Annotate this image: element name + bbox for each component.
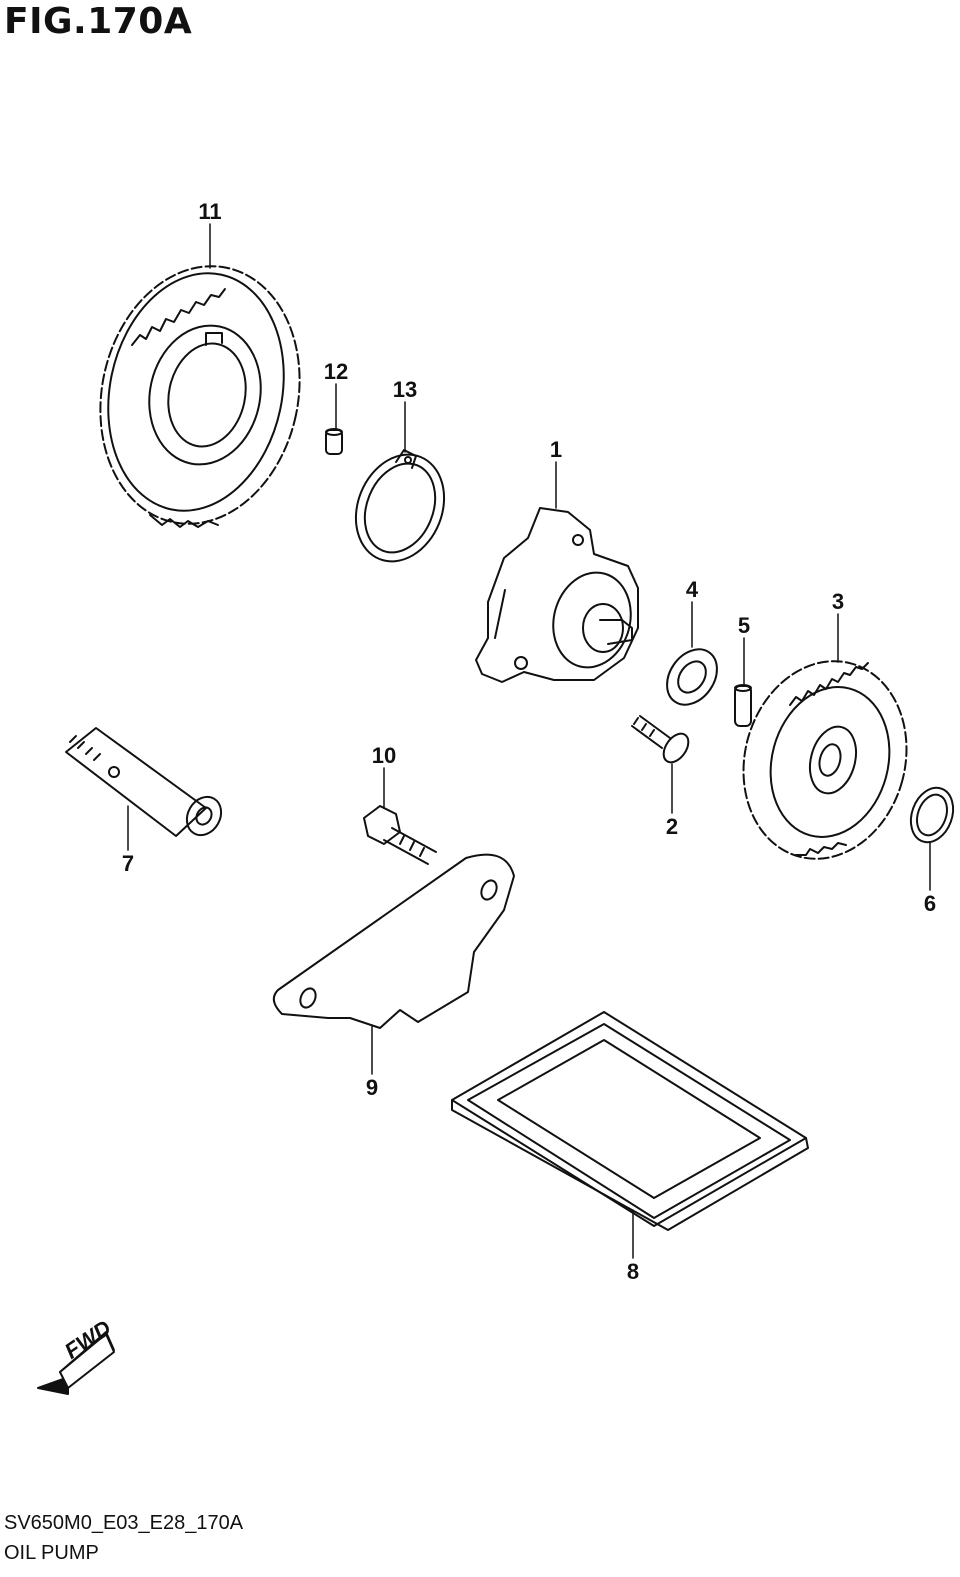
figure-title: FIG.170A	[4, 1, 193, 42]
part-11-drive-gear[interactable]	[77, 247, 323, 542]
part-7-shaft[interactable]	[65, 727, 228, 841]
callout-11: 11	[198, 199, 222, 224]
fwd-direction-arrow	[37, 1331, 115, 1395]
callout-10: 10	[371, 743, 397, 768]
part-6-circlip[interactable]	[904, 782, 960, 848]
callout-12: 12	[323, 359, 349, 384]
figure-name: OIL PUMP	[4, 1542, 99, 1564]
callout-4: 4	[685, 577, 699, 602]
part-13-circlip[interactable]	[340, 441, 459, 574]
part-12-dowel-pin[interactable]	[325, 428, 343, 455]
part-5-dowel-pin[interactable]	[734, 684, 752, 727]
callout-7: 7	[121, 851, 135, 876]
callout-8: 8	[626, 1259, 640, 1284]
callout-5: 5	[737, 613, 751, 638]
figure-code: SV650M0_E03_E28_170A	[4, 1512, 244, 1534]
callout-1: 1	[549, 437, 563, 462]
part-2-screw[interactable]	[631, 715, 693, 767]
part-3-driven-gear[interactable]	[722, 643, 928, 878]
part-10-bolt[interactable]	[363, 805, 437, 865]
part-1-oil-pump-body[interactable]	[475, 507, 641, 683]
callout-9: 9	[365, 1075, 379, 1100]
callout-3: 3	[831, 589, 845, 614]
part-8-strainer[interactable]	[451, 1011, 809, 1231]
callout-13: 13	[392, 377, 418, 402]
callout-2: 2	[665, 814, 679, 839]
callout-6: 6	[923, 891, 937, 916]
part-9-plate[interactable]	[272, 853, 515, 1029]
part-4-washer[interactable]	[657, 640, 727, 714]
